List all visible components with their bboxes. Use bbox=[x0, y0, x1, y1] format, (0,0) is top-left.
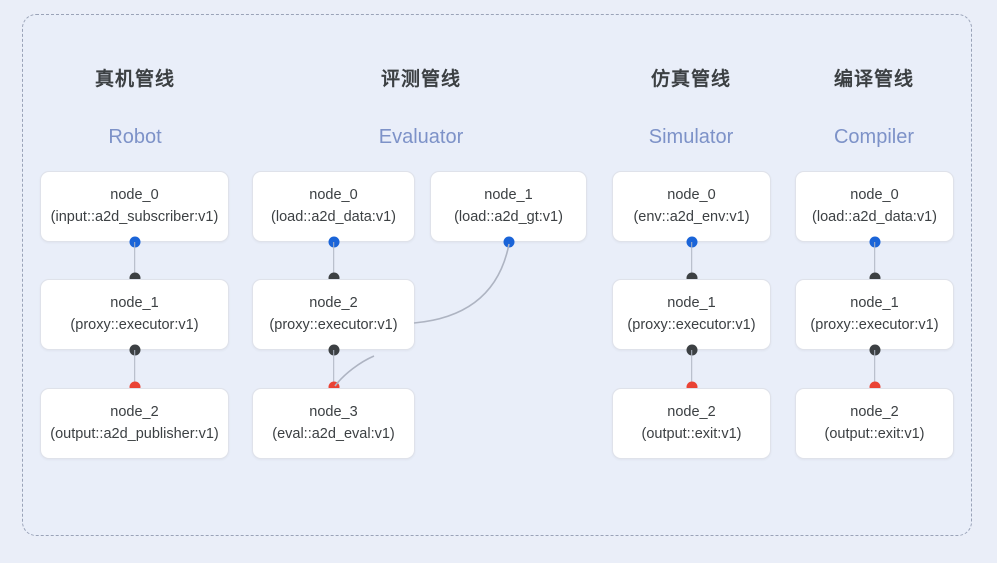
node-robot-1[interactable]: node_1 (proxy::executor:v1) bbox=[40, 279, 229, 350]
edge-evaluator-0-2 bbox=[332, 242, 335, 278]
port-in-simulator-1[interactable] bbox=[686, 272, 697, 284]
edge-robot-1-2 bbox=[133, 350, 136, 387]
node-evaluator-1[interactable]: node_1 (load::a2d_gt:v1) bbox=[430, 171, 587, 242]
node-evaluator-2[interactable]: node_2 (proxy::executor:v1) bbox=[252, 279, 415, 350]
node-compiler-2[interactable]: node_2 (output::exit:v1) bbox=[795, 388, 954, 459]
column-title-cn-simulator: 仿真管线 bbox=[650, 69, 731, 90]
edge-robot-0-1 bbox=[133, 242, 136, 278]
edge-compiler-1-2 bbox=[873, 350, 876, 387]
node-label-name: node_0 bbox=[110, 187, 159, 204]
column-title-en-compiler: Compiler bbox=[833, 126, 915, 148]
node-label-name: node_0 bbox=[850, 187, 899, 204]
edge-simulator-1-2 bbox=[690, 350, 693, 387]
node-simulator-0[interactable]: node_0 (env::a2d_env:v1) bbox=[612, 171, 771, 242]
column-title-cn-compiler: 编译管线 bbox=[833, 69, 914, 90]
node-label-type: (output::exit:v1) bbox=[824, 425, 925, 442]
node-compiler-0[interactable]: node_0 (load::a2d_data:v1) bbox=[795, 171, 954, 242]
node-label-name: node_1 bbox=[110, 295, 159, 312]
node-label-type: (output::a2d_publisher:v1) bbox=[50, 425, 219, 442]
port-in-robot-2[interactable] bbox=[129, 381, 140, 393]
node-label-type: (load::a2d_data:v1) bbox=[271, 208, 396, 225]
node-label-type: (load::a2d_gt:v1) bbox=[454, 208, 563, 225]
node-label-name: node_2 bbox=[850, 404, 899, 421]
node-label-type: (output::exit:v1) bbox=[641, 425, 742, 442]
node-label-name: node_1 bbox=[484, 187, 533, 204]
column-title-en-evaluator: Evaluator bbox=[378, 126, 464, 148]
edge-evaluator-2-3 bbox=[332, 350, 335, 387]
node-label-name: node_2 bbox=[309, 295, 358, 312]
column-title-en-robot: Robot bbox=[108, 126, 162, 148]
node-label-type: (load::a2d_data:v1) bbox=[812, 208, 937, 225]
node-label-type: (eval::a2d_eval:v1) bbox=[272, 425, 395, 442]
port-in-robot-1[interactable] bbox=[129, 272, 140, 284]
edge-simulator-0-1 bbox=[690, 242, 693, 278]
edge-compiler-0-1 bbox=[873, 242, 876, 278]
column-title-cn-evaluator: 评测管线 bbox=[380, 69, 461, 90]
node-label-name: node_2 bbox=[667, 404, 716, 421]
node-label-type: (env::a2d_env:v1) bbox=[633, 208, 750, 225]
port-in-compiler-1[interactable] bbox=[869, 272, 880, 284]
node-evaluator-3[interactable]: node_3 (eval::a2d_eval:v1) bbox=[252, 388, 415, 459]
node-label-type: (proxy::executor:v1) bbox=[70, 316, 199, 333]
node-label-name: node_1 bbox=[667, 295, 716, 312]
node-robot-0[interactable]: node_0 (input::a2d_subscriber:v1) bbox=[40, 171, 229, 242]
node-label-type: (proxy::executor:v1) bbox=[269, 316, 398, 333]
node-simulator-1[interactable]: node_1 (proxy::executor:v1) bbox=[612, 279, 771, 350]
node-label-name: node_2 bbox=[110, 404, 159, 421]
node-label-type: (input::a2d_subscriber:v1) bbox=[50, 208, 219, 225]
port-in-simulator-2[interactable] bbox=[686, 381, 697, 393]
node-label-name: node_1 bbox=[850, 295, 899, 312]
port-in-evaluator-3[interactable] bbox=[328, 381, 339, 393]
column-title-cn-robot: 真机管线 bbox=[94, 69, 175, 90]
node-simulator-2[interactable]: node_2 (output::exit:v1) bbox=[612, 388, 771, 459]
port-out-evaluator-1[interactable] bbox=[503, 236, 515, 248]
node-label-name: node_3 bbox=[309, 404, 358, 421]
node-robot-2[interactable]: node_2 (output::a2d_publisher:v1) bbox=[40, 388, 229, 459]
port-in-evaluator-2[interactable] bbox=[328, 272, 339, 284]
port-in-compiler-2[interactable] bbox=[869, 381, 880, 393]
node-label-name: node_0 bbox=[667, 187, 716, 204]
node-label-type: (proxy::executor:v1) bbox=[627, 316, 756, 333]
node-evaluator-0[interactable]: node_0 (load::a2d_data:v1) bbox=[252, 171, 415, 242]
column-title-en-simulator: Simulator bbox=[648, 126, 734, 148]
node-label-name: node_0 bbox=[309, 187, 358, 204]
node-compiler-1[interactable]: node_1 (proxy::executor:v1) bbox=[795, 279, 954, 350]
node-label-type: (proxy::executor:v1) bbox=[810, 316, 939, 333]
